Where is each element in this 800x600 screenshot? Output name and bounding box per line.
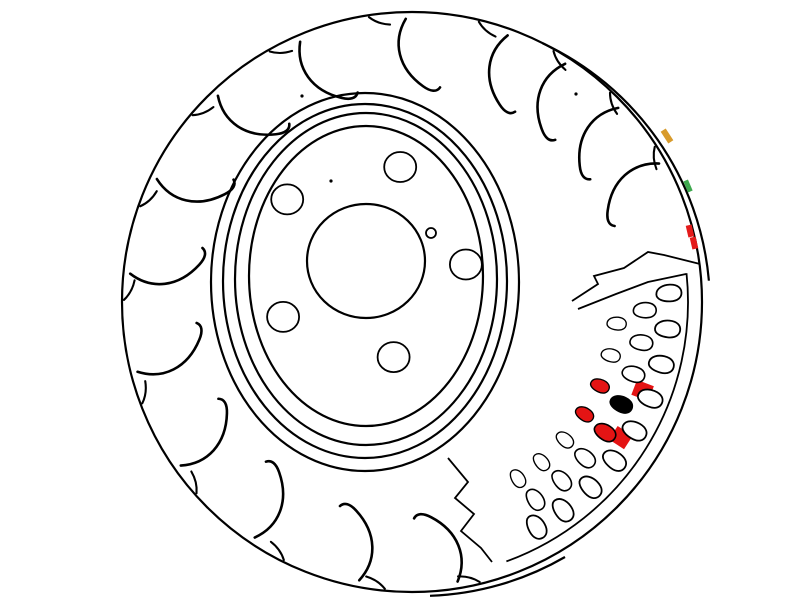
rotor-outer-rim <box>120 10 704 594</box>
hat-detail-hole <box>425 227 437 239</box>
rim-tick <box>139 186 158 211</box>
ventilation-pillar <box>653 318 682 340</box>
speck <box>329 179 333 183</box>
lug-hole <box>383 151 418 183</box>
ventilation-pillar <box>506 466 530 491</box>
rotor-rim-edge-thickness-bottom <box>429 556 566 597</box>
ventilation-pillar <box>552 427 578 452</box>
ventilation-pillar <box>598 444 631 476</box>
rim-tick-marks <box>122 13 667 590</box>
slot-groove <box>471 31 545 117</box>
rim-tick <box>367 13 392 29</box>
ventilation-pillar <box>547 466 576 495</box>
ventilation-pillar <box>619 362 648 386</box>
lug-hole <box>270 183 305 216</box>
ventilation-pillar-highlighted <box>572 402 597 426</box>
thermal-paint-mark-red-b <box>689 236 699 250</box>
ventilation-pillar <box>628 332 655 353</box>
ventilation-pillar <box>570 443 600 472</box>
cutaway-top-break-edge-inner <box>577 273 687 310</box>
cutaway-section <box>447 251 701 563</box>
ventilation-pillar <box>646 352 677 377</box>
ventilation-pillar <box>632 301 658 319</box>
slot-groove <box>212 70 293 156</box>
ventilation-pillar <box>529 449 554 475</box>
slot-groove <box>591 157 677 229</box>
cutaway-bottom-break-edge <box>447 457 493 563</box>
cutaway-outer-plate-inner-edge <box>506 273 689 563</box>
rim-tick <box>122 278 136 302</box>
thermal-paint-mark-green <box>683 179 693 193</box>
hat-face-ring <box>247 124 485 428</box>
slot-groove <box>394 17 446 93</box>
slot-groove <box>127 234 208 294</box>
ventilation-pillars <box>506 283 683 543</box>
thermal-paint-marks <box>660 128 699 250</box>
ventilation-pillar-highlighted <box>587 375 613 397</box>
ventilation-pillar <box>522 510 551 543</box>
ventilation-pillar <box>599 345 623 365</box>
slot-groove <box>130 321 209 379</box>
lug-hole <box>448 248 483 281</box>
thermal-paint-mark-orange <box>660 128 674 144</box>
speck <box>300 94 304 98</box>
rim-tick <box>268 41 294 62</box>
slot-groove <box>152 144 239 221</box>
hat-step-ring-2 <box>233 111 499 447</box>
slot-groove <box>159 395 246 472</box>
lug-hole <box>376 341 411 374</box>
speck <box>574 92 578 96</box>
slot-groove <box>516 59 598 145</box>
hat-step-ring-1 <box>221 102 509 460</box>
lug-hole <box>266 300 301 333</box>
ventilation-pillar <box>522 485 549 515</box>
ventilation-pillar-highlighted <box>606 391 636 417</box>
ventilation-pillar <box>547 493 579 526</box>
rim-tick <box>645 145 667 171</box>
cutaway-top-break-edge <box>571 251 701 302</box>
thermal-paint-mark-red-a <box>685 224 695 238</box>
hat-outer-ring <box>209 91 521 473</box>
slot-groove <box>412 510 465 586</box>
center-bore <box>305 202 427 320</box>
rim-tick <box>363 575 388 590</box>
hat-section <box>209 91 521 473</box>
ventilation-pillar <box>655 283 683 303</box>
ventilation-pillar <box>574 471 607 503</box>
rim-tick <box>191 99 215 123</box>
slot-groove <box>223 457 305 543</box>
slot-groove <box>320 501 386 584</box>
rotor-rim-edge-thickness-top <box>542 42 710 281</box>
rim-tick <box>265 540 290 562</box>
ventilation-pillar <box>605 315 628 332</box>
rim-tick <box>182 470 206 495</box>
